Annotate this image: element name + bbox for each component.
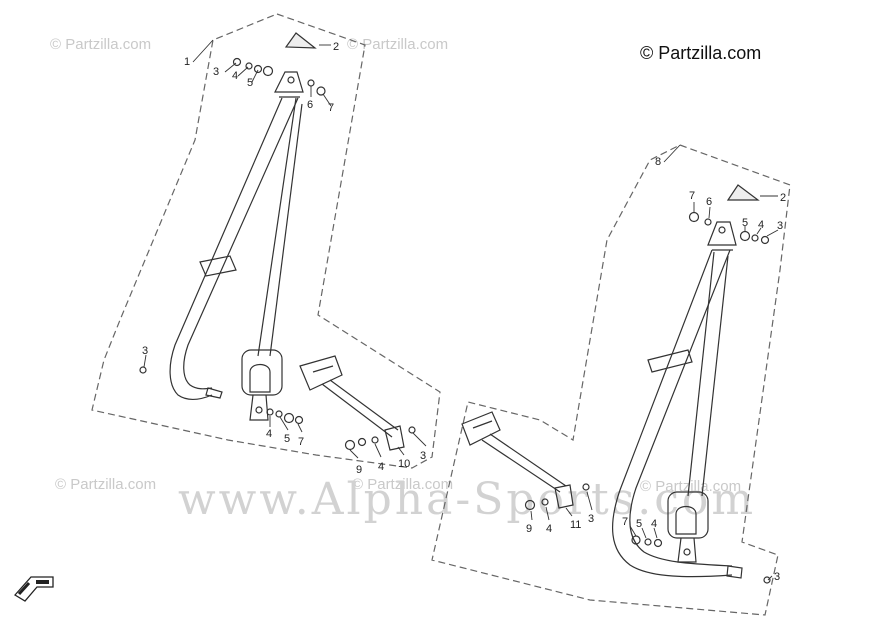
watermark-text: © Partzilla.com [640, 478, 742, 495]
left-lower-bolt [139, 366, 147, 374]
watermark-text: © Partzilla.com [347, 36, 449, 53]
right-leader-lines [530, 144, 779, 581]
callout-l10: 10 [398, 458, 410, 470]
callout-r4b: 4 [546, 523, 552, 535]
callout-l3c: 3 [420, 450, 426, 462]
callout-l2: 2 [333, 41, 339, 53]
callout-r8: 8 [655, 156, 661, 168]
callout-r4c: 4 [651, 518, 657, 530]
left-cover-cap [284, 32, 317, 49]
callout-l7a: 7 [328, 102, 334, 114]
left-upper-anchor [274, 71, 304, 98]
right-lower-anchor-end [726, 565, 743, 579]
callout-r11: 11 [570, 519, 581, 531]
right-upper-anchor [707, 221, 737, 251]
watermark-text: © Partzilla.com [50, 36, 152, 53]
left-retractor-fasteners [266, 408, 304, 425]
right-assembly-boundary [431, 144, 791, 616]
left-buckle-fasteners [344, 426, 416, 451]
callout-r6: 6 [706, 196, 712, 208]
callout-l7b: 7 [298, 436, 304, 448]
copyright-notice: © Partzilla.com [640, 43, 762, 63]
right-buckle [461, 411, 574, 509]
left-assembly-boundary [91, 13, 441, 469]
callout-r2: 2 [780, 192, 786, 204]
callout-r4a: 4 [758, 219, 764, 231]
front-arrow-icon [13, 576, 54, 602]
callout-r3a: 3 [777, 220, 783, 232]
callout-r7a: 7 [689, 190, 695, 202]
left-buckle [299, 355, 405, 451]
watermark-site: www.Alpha-Sports.com [178, 474, 757, 525]
callout-l6a: 6 [307, 99, 313, 111]
left-lower-anchor-end [205, 387, 223, 399]
right-buckle-fasteners [524, 483, 590, 511]
callout-l4c: 4 [378, 461, 384, 473]
right-belt-webbing [611, 249, 733, 578]
callout-r9: 9 [526, 523, 532, 535]
watermark-text: © Partzilla.com [55, 476, 157, 493]
callout-r5a: 5 [742, 217, 748, 229]
callout-l4b: 4 [266, 428, 272, 440]
callout-l3a: 3 [213, 66, 219, 78]
watermark-text: © Partzilla.com [352, 476, 454, 493]
callout-l5a: 5 [247, 77, 253, 89]
left-leader-lines [143, 39, 427, 459]
right-top-fasteners [688, 211, 770, 245]
right-cover-cap [726, 184, 760, 201]
left-top-fasteners [232, 57, 326, 96]
callout-r7b: 7 [622, 516, 628, 528]
callout-l5b: 5 [284, 433, 290, 445]
left-retractor [241, 349, 283, 421]
left-belt-webbing [169, 97, 303, 401]
callout-l4a: 4 [232, 70, 238, 82]
callout-l3b: 3 [142, 345, 148, 357]
right-retractor [667, 491, 709, 563]
callout-r3c: 3 [774, 571, 780, 583]
callout-r3b: 3 [588, 513, 594, 525]
callout-l1: 1 [184, 56, 190, 68]
callout-r5b: 5 [636, 518, 642, 530]
callout-l9a: 9 [356, 464, 362, 476]
